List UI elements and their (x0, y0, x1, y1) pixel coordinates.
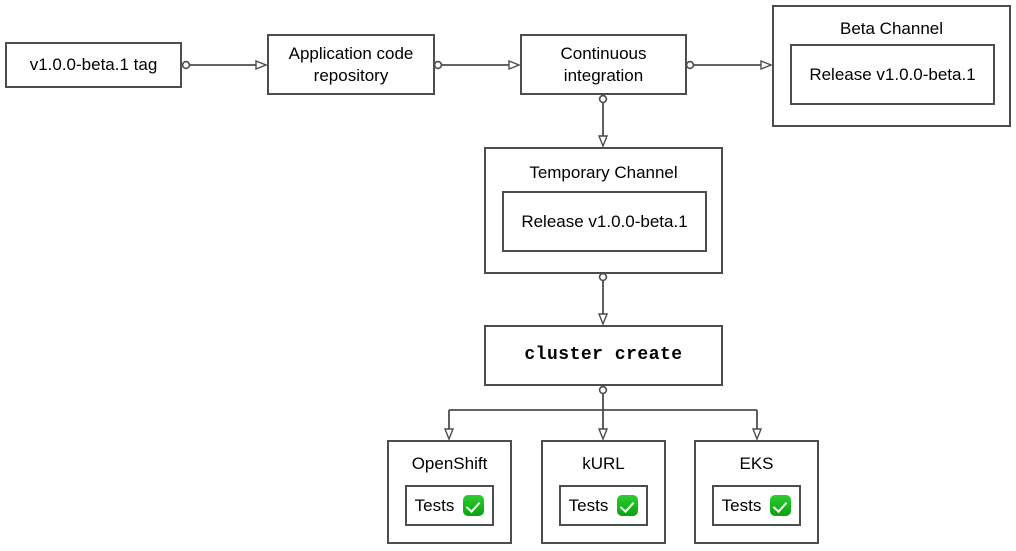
node-eks[interactable]: EKS Tests (694, 440, 819, 544)
edge-source-dot (598, 94, 608, 104)
node-eks-title: EKS (739, 454, 774, 473)
node-openshift[interactable]: OpenShift Tests (387, 440, 512, 544)
node-kurl-tests-box[interactable]: Tests (559, 485, 648, 526)
node-tag-label: v1.0.0-beta.1 tag (29, 55, 158, 75)
edge-source-dot (181, 60, 191, 70)
node-tag[interactable]: v1.0.0-beta.1 tag (5, 42, 182, 88)
node-eks-tests-box[interactable]: Tests (712, 485, 801, 526)
node-temporary-channel[interactable]: Temporary Channel Release v1.0.0-beta.1 (484, 147, 723, 274)
node-continuous-integration-label: Continuous integration (560, 44, 647, 85)
node-openshift-tests-box[interactable]: Tests (405, 485, 494, 526)
check-mark-button-icon (617, 495, 639, 516)
node-beta-channel[interactable]: Beta Channel Release v1.0.0-beta.1 (772, 5, 1011, 127)
edge-source-dot (598, 385, 608, 395)
edge-source-dot (685, 60, 695, 70)
edge-source-dot (598, 272, 608, 282)
node-beta-channel-release-label: Release v1.0.0-beta.1 (809, 64, 976, 84)
node-beta-channel-release-box[interactable]: Release v1.0.0-beta.1 (790, 44, 995, 105)
node-application-code-repository-label: Application code repository (288, 44, 414, 85)
node-beta-channel-title: Beta Channel (839, 19, 944, 38)
node-application-code-repository[interactable]: Application code repository (267, 34, 435, 95)
edge-source-dot (433, 60, 443, 70)
node-cluster-create-label: cluster create (524, 345, 683, 366)
node-temporary-channel-title: Temporary Channel (529, 163, 678, 182)
node-kurl[interactable]: kURL Tests (541, 440, 666, 544)
node-eks-tests-label: Tests (721, 495, 762, 515)
node-temporary-channel-release-box[interactable]: Release v1.0.0-beta.1 (502, 191, 707, 252)
node-cluster-create[interactable]: cluster create (484, 325, 723, 386)
check-mark-button-icon (463, 495, 485, 516)
node-kurl-title: kURL (582, 454, 625, 473)
node-openshift-tests-label: Tests (414, 495, 455, 515)
node-temporary-channel-release-label: Release v1.0.0-beta.1 (521, 211, 688, 231)
check-mark-button-icon (770, 495, 792, 516)
node-kurl-tests-label: Tests (568, 495, 609, 515)
node-openshift-title: OpenShift (411, 454, 488, 473)
node-continuous-integration[interactable]: Continuous integration (520, 34, 687, 95)
